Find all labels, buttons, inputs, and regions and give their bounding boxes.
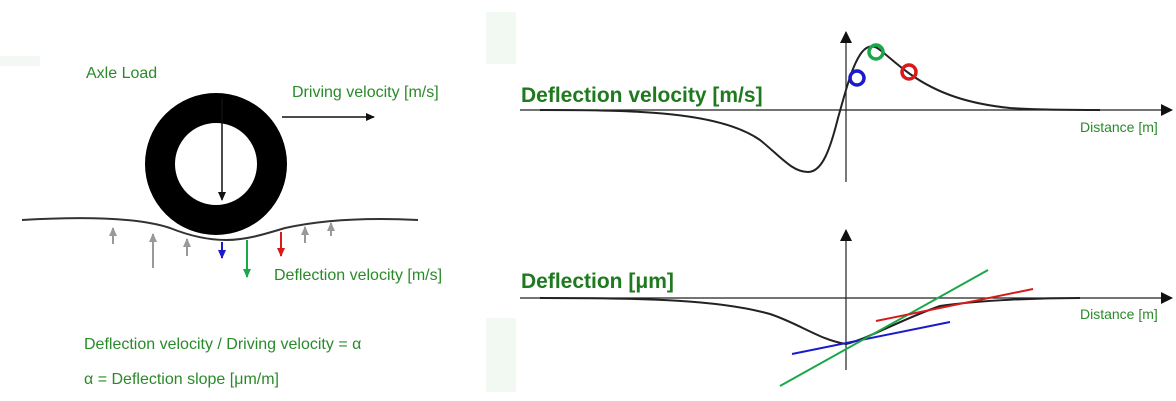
bottom-graph-title: Deflection [μm] — [521, 270, 674, 293]
axle-load-label: Axle Load — [86, 65, 158, 82]
road-surface — [21, 217, 419, 242]
deflection-velocity-curve — [539, 45, 1101, 174]
blue-slope-line — [791, 321, 951, 355]
tire — [145, 93, 287, 235]
deflection-velocity-label: Deflection velocity [m/s] — [274, 267, 443, 284]
green-point-marker — [867, 43, 885, 61]
red-point-marker — [900, 63, 918, 81]
red-slope-line — [875, 288, 1034, 322]
green-slope-line — [779, 269, 989, 387]
deflection-curve — [539, 297, 1081, 346]
panel-divider-bottom — [486, 318, 516, 392]
top-graph-title: Deflection velocity [m/s] — [521, 84, 763, 107]
top-x-axis-label: Distance [m] — [1080, 119, 1158, 135]
equation-slope: α = Deflection slope [μm/m] — [84, 371, 279, 388]
driving-velocity-label: Driving velocity [m/s] — [292, 84, 439, 101]
left-band — [0, 56, 40, 66]
bottom-x-axis-label: Distance [m] — [1080, 306, 1158, 322]
equation-ratio: Deflection velocity / Driving velocity =… — [84, 336, 362, 353]
panel-divider-top — [486, 12, 516, 64]
blue-point-marker — [848, 69, 866, 87]
